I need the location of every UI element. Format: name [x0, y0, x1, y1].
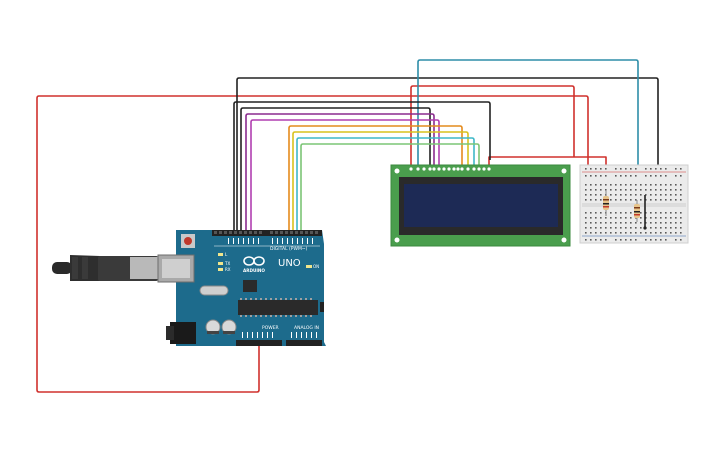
arduino-infinity-logo-icon — [243, 256, 265, 266]
digital-pin-header[interactable] — [212, 230, 322, 236]
usb-controller-chip — [243, 280, 257, 292]
crystal-oscillator — [199, 285, 229, 296]
dc-power-jack — [170, 322, 196, 344]
lcd-16x2-module[interactable] — [390, 164, 571, 247]
power-pin-header[interactable] — [236, 340, 282, 346]
led-tx — [218, 262, 223, 265]
analog-pin-header[interactable] — [286, 340, 322, 346]
power-header-label: POWER — [262, 325, 279, 331]
resistor-2[interactable] — [634, 200, 640, 222]
wire-cyan-d6[interactable] — [296, 137, 475, 232]
breadboard-holes — [585, 168, 682, 241]
wire-purple-rs[interactable] — [245, 113, 435, 232]
arduino-model-text: UNO — [278, 258, 301, 269]
resistor-1[interactable] — [603, 190, 609, 216]
led-on-label: ON — [313, 264, 319, 269]
icsp-header — [320, 302, 324, 312]
wire-magenta-en[interactable] — [250, 119, 440, 232]
wire-black-lcd-rw[interactable] — [240, 107, 431, 232]
wire-black-gnd-lcd[interactable] — [233, 101, 491, 232]
arduino-logo-text: ARDUINO — [243, 268, 265, 273]
wire-red-power-loop[interactable] — [36, 95, 609, 393]
wire-green-d7[interactable] — [300, 143, 480, 232]
wire-black-gnd-long[interactable] — [236, 77, 659, 232]
wire-red-lcd-backlight[interactable] — [410, 85, 575, 168]
arduino-uno-board[interactable]: DIGITAL (PWM~) L TX RX ON ARDUINO UNO — [157, 230, 326, 346]
usb-plug-icon — [52, 262, 72, 274]
led-l-label: L — [225, 252, 228, 257]
digital-header-label: DIGITAL (PWM~) — [270, 246, 308, 252]
wires — [36, 59, 659, 393]
lcd-pin-header[interactable] — [409, 167, 491, 171]
led-rx-label: RX — [225, 267, 231, 272]
atmega-microcontroller — [238, 300, 318, 315]
led-tx-label: TX — [224, 261, 230, 266]
wire-orange-d4[interactable] — [288, 125, 463, 232]
wire-yellow-d5[interactable] — [292, 131, 469, 232]
lcd-screen — [404, 184, 558, 227]
analog-header-label: ANALOG IN — [294, 325, 319, 331]
led-rx — [218, 268, 223, 271]
led-on — [306, 265, 312, 268]
wire-blue-contrast[interactable] — [417, 59, 639, 190]
led-l — [218, 253, 223, 256]
breadboard[interactable] — [579, 164, 689, 244]
